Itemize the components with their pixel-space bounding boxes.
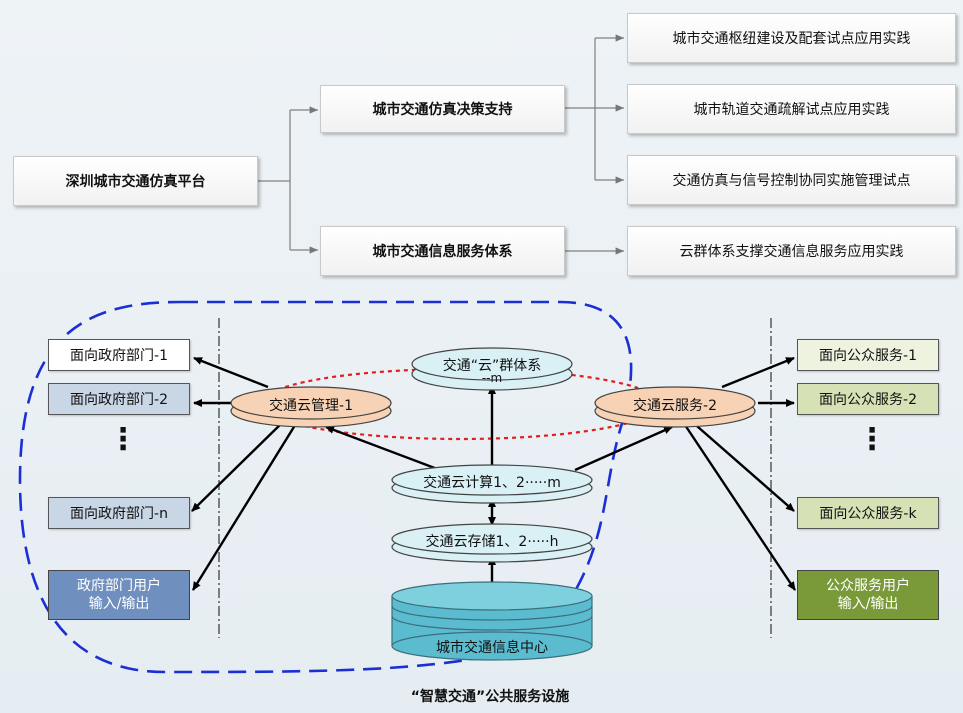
gov-user-line-2: 输入/输出	[88, 596, 150, 612]
tree-branch-box-1: 城市交通仿真决策支持	[320, 85, 565, 133]
tree-root-label: 深圳城市交通仿真平台	[65, 174, 206, 190]
cloud-storage-label: 交通云存储1、2·····h	[425, 534, 559, 550]
pub-box-label-2: 面向公众服务-2	[819, 392, 917, 408]
tree-leaf-label-1: 城市交通枢纽建设及配套试点应用实践	[672, 31, 911, 47]
pub-user-line-2: 输入/输出	[837, 596, 899, 612]
tree-branch-box-2: 城市交通信息服务体系	[320, 226, 565, 276]
tree-leaf-label-4: 云群体系支撑交通信息服务应用实践	[679, 244, 904, 260]
pub-box-k: 面向公众服务-k	[797, 497, 939, 529]
pub-user-line-1: 公众服务用户	[826, 578, 910, 594]
gov-user-line-1: 政府部门用户	[77, 578, 161, 594]
gov-box-label-1: 面向政府部门-1	[70, 348, 168, 364]
pub-ellipsis: ⋮	[857, 422, 887, 457]
tree-leaf-box-1: 城市交通枢纽建设及配套试点应用实践	[627, 13, 956, 63]
gov-box-1: 面向政府部门-1	[48, 339, 190, 371]
tree-leaf-box-2: 城市轨道交通疏解试点应用实践	[627, 84, 956, 134]
cloud-group-label-1: 交通“云”群体系	[442, 358, 542, 374]
tree-leaf-label-2: 城市轨道交通疏解试点应用实践	[693, 102, 890, 118]
cloud-management-label: 交通云管理-1	[269, 398, 353, 414]
diagram-caption: “智慧交通”公共服务设施	[410, 689, 570, 705]
tree-branch-label-1: 城市交通仿真决策支持	[372, 102, 513, 118]
pub-box-1: 面向公众服务-1	[797, 339, 939, 371]
tree-branch-label-2: 城市交通信息服务体系	[372, 244, 513, 260]
datacenter-label: 城市交通信息中心	[436, 640, 548, 656]
tree-leaf-box-4: 云群体系支撑交通信息服务应用实践	[627, 226, 956, 276]
tree-root-box: 深圳城市交通仿真平台	[13, 156, 258, 206]
gov-user-box: 政府部门用户 输入/输出	[48, 570, 190, 620]
cloud-group-label-2: --m	[481, 371, 503, 385]
cloud-service-label: 交通云服务-2	[633, 398, 717, 414]
tree-leaf-label-3: 交通仿真与信号控制协同实施管理试点	[672, 173, 911, 189]
pub-box-label-1: 面向公众服务-1	[819, 348, 917, 364]
gov-ellipsis: ⋮	[108, 422, 138, 457]
gov-box-label-n: 面向政府部门-n	[70, 506, 168, 522]
pub-box-label-k: 面向公众服务-k	[819, 506, 917, 522]
cloud-compute-label: 交通云计算1、2·····m	[423, 475, 561, 491]
gov-box-n: 面向政府部门-n	[48, 497, 190, 529]
gov-box-label-2: 面向政府部门-2	[70, 392, 168, 408]
pub-box-2: 面向公众服务-2	[797, 383, 939, 415]
tree-leaf-box-3: 交通仿真与信号控制协同实施管理试点	[627, 155, 956, 205]
gov-box-2: 面向政府部门-2	[48, 383, 190, 415]
pub-user-box: 公众服务用户 输入/输出	[797, 570, 939, 620]
